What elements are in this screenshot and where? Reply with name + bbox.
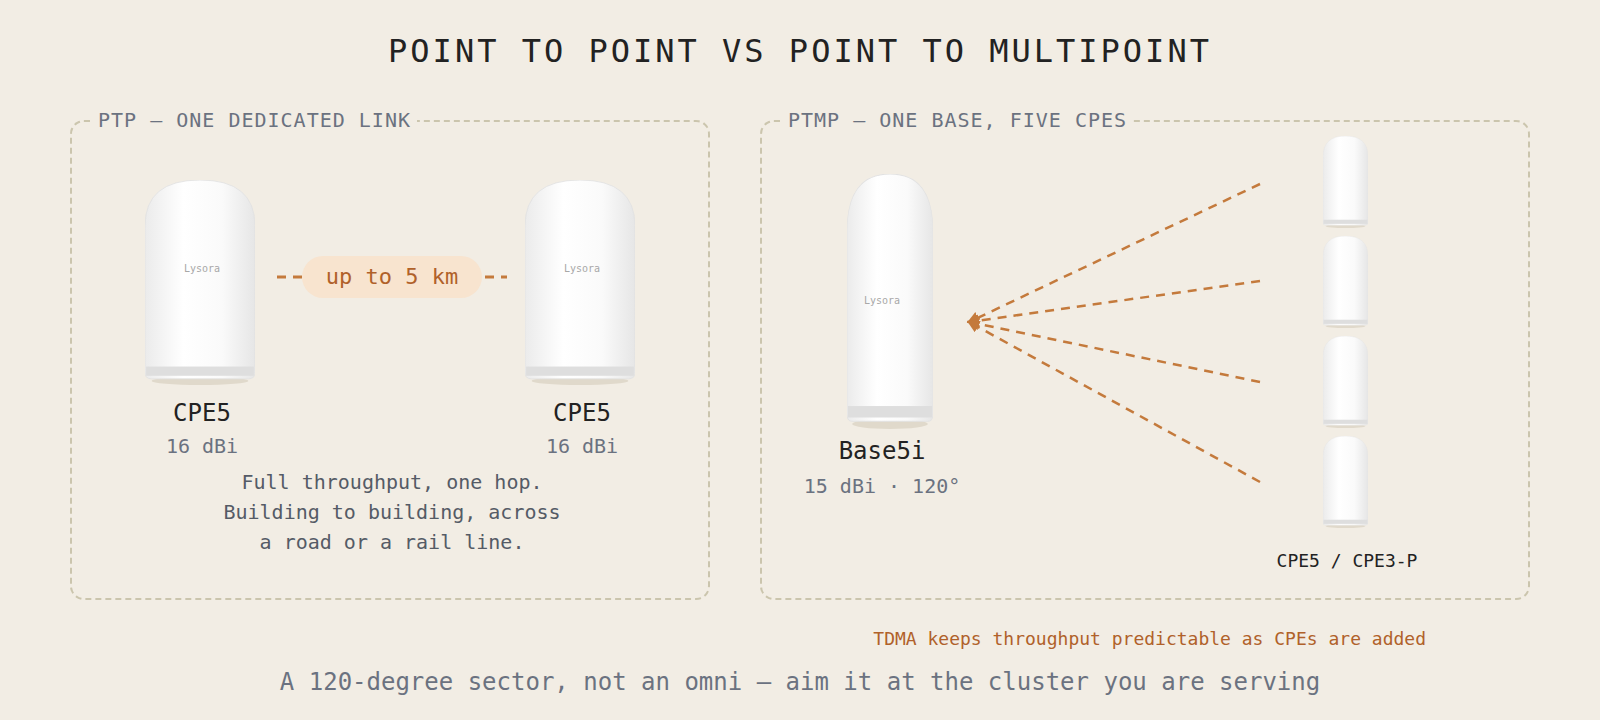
cpe-device-node: LysoraCPE5 16 dBi xyxy=(517,182,647,472)
panel-heading: PTP — ONE DEDICATED LINK xyxy=(92,108,417,132)
node-text: 16 dBi xyxy=(137,434,267,459)
ptmp-panel: PTMP — ONE BASE, FIVE CPESLysoraBase5i15… xyxy=(760,120,1530,600)
node-text: Lysora xyxy=(137,262,267,275)
diagram-title: POINT TO POINT VS POINT TO MULTIPOINT xyxy=(0,32,1600,70)
small-cpe xyxy=(1323,236,1368,328)
panel-heading: PTMP — ONE BASE, FIVE CPES xyxy=(782,108,1133,132)
node-text: CPE5 xyxy=(517,398,647,428)
cpe-cluster-node: CPE5 / CPE3-P xyxy=(1262,132,1432,582)
cpe-device-node: LysoraCPE5 16 dBi xyxy=(137,182,267,472)
small-cpe xyxy=(1323,136,1368,228)
node-text: Lysora xyxy=(797,294,967,307)
link-label: up to 5 km xyxy=(302,256,482,298)
link-line xyxy=(969,184,1260,322)
link-line xyxy=(969,322,1260,382)
node-text: 15 dBi · 120° xyxy=(797,474,967,499)
note-text: TDMA keeps throughput predictable as CPE… xyxy=(873,628,1426,649)
link-line xyxy=(969,281,1260,322)
node-text: CPE5 / CPE3-P xyxy=(1262,549,1432,572)
link-line xyxy=(969,322,1260,482)
base-device-node: LysoraBase5i 15 dBi · 120° xyxy=(797,174,967,504)
ptp-panel: PTP — ONE DEDICATED LINKFull throughput,… xyxy=(70,120,710,600)
small-cpe xyxy=(1323,436,1368,528)
node-text: 16 dBi xyxy=(517,434,647,459)
small-cpe xyxy=(1323,336,1368,428)
node-text: CPE5 xyxy=(137,398,267,428)
panel-note: Full throughput, one hop. Building to bu… xyxy=(217,467,567,557)
diagram-caption: A 120-degree sector, not an omni — aim i… xyxy=(0,668,1600,696)
cpe-device xyxy=(525,180,635,385)
node-text: Lysora xyxy=(517,262,647,275)
node-text: Base5i xyxy=(797,436,967,466)
cpe-device xyxy=(145,180,255,385)
